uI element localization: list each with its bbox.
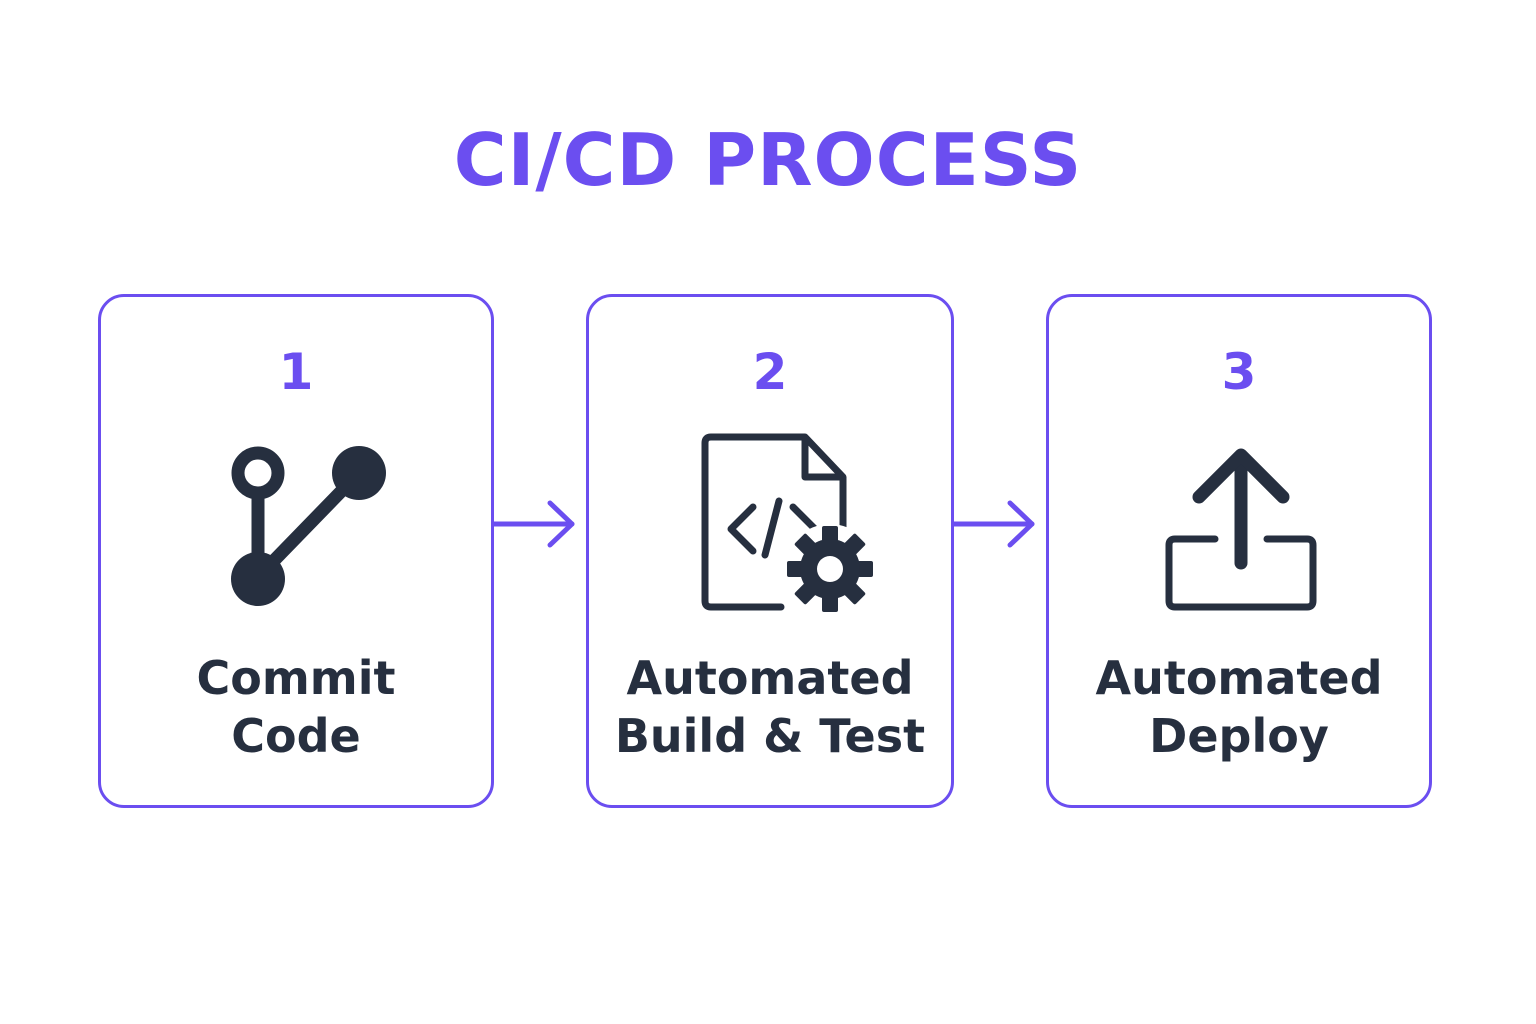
step-label: Commit Code — [196, 651, 396, 763]
arrow-right-icon — [492, 500, 575, 548]
step-number: 3 — [1221, 343, 1257, 401]
git-branch-icon — [231, 446, 386, 606]
diagram-title: CI/CD PROCESS — [453, 118, 1083, 202]
arrow-right-icon — [952, 500, 1035, 548]
step-number: 2 — [752, 343, 788, 401]
step-label: Automated Build & Test — [614, 651, 926, 763]
step-card-commit-code: 1 Commit Code — [98, 294, 494, 808]
code-file-gear-icon — [701, 433, 875, 614]
step-label: Automated Deploy — [1095, 651, 1383, 763]
step-number: 1 — [278, 343, 314, 401]
step-card-build-test: 2 Automated Build & Test — [586, 294, 954, 808]
upload-icon — [1165, 448, 1317, 611]
step-card-deploy: 3 Automated Deploy — [1046, 294, 1432, 808]
